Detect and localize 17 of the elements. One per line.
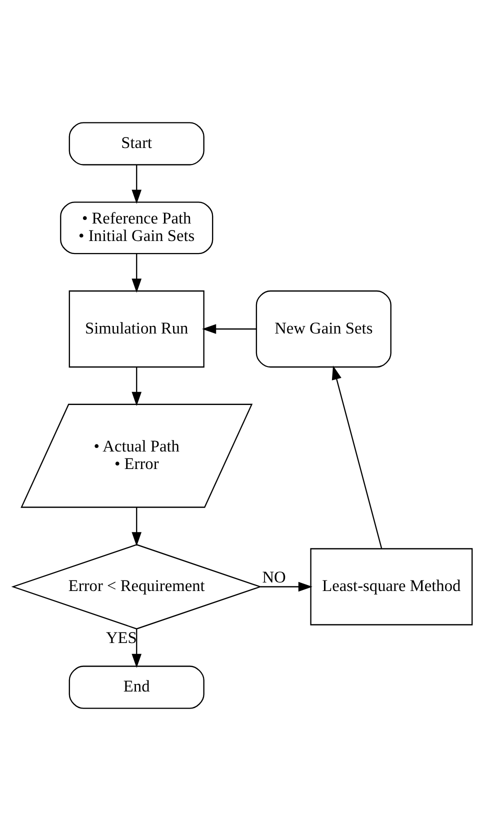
arrow [132, 254, 142, 293]
arrow [132, 507, 142, 546]
arrow [132, 165, 142, 204]
arrow [132, 367, 142, 406]
arrow [260, 582, 312, 592]
edge-label: YES [106, 628, 137, 647]
edge-label: NO [262, 567, 286, 586]
node-box: • Reference Path • Initial Gain Sets [60, 202, 214, 254]
node-box: New Gain Sets [256, 290, 392, 368]
node-box: Simulation Run [68, 290, 204, 368]
arrow [332, 366, 382, 549]
node-box: Least-square Method [310, 548, 473, 626]
arrow [202, 324, 256, 334]
node-diamond: Error < Requirement [11, 544, 262, 630]
arrow [132, 629, 142, 668]
node-box: End [68, 666, 204, 709]
node-box: Start [68, 122, 204, 166]
